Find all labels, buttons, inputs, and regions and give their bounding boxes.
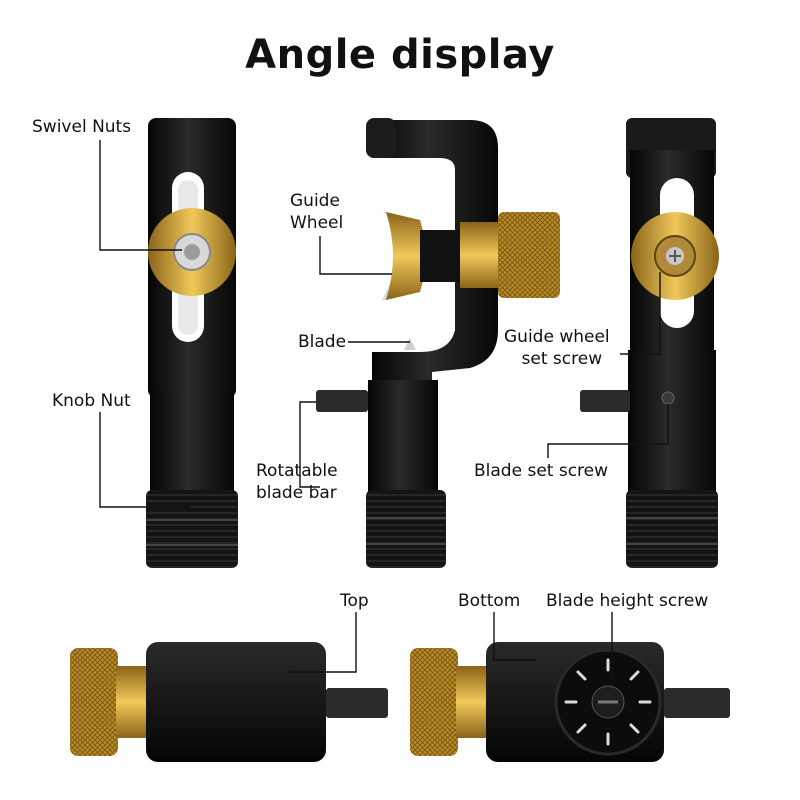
guide-wheel bbox=[382, 212, 560, 300]
label-guide-wheel-set-screw: Guide wheel set screw bbox=[504, 326, 610, 370]
blade-height-dial bbox=[554, 648, 662, 756]
label-guide-wheel: Guide Wheel bbox=[290, 190, 343, 234]
label-blade: Blade bbox=[298, 332, 347, 352]
label-rotatable-blade-bar: Rotatable blade bar bbox=[256, 460, 338, 504]
label-guide-screw-line1: Guide wheel bbox=[504, 327, 610, 347]
page-title: Angle display bbox=[245, 32, 555, 78]
label-knob-nut: Knob Nut bbox=[52, 391, 131, 411]
label-guide-wheel-line2: Wheel bbox=[290, 213, 344, 233]
guide-wheel-disc bbox=[631, 212, 719, 300]
label-guide-screw-line2: set screw bbox=[521, 349, 603, 369]
tool-front-view bbox=[146, 118, 238, 568]
leader-lines bbox=[99, 140, 669, 680]
label-blade-height-screw: Blade height screw bbox=[546, 591, 709, 611]
swivel-nut-disc bbox=[148, 208, 236, 296]
tool-rear-view bbox=[580, 118, 719, 568]
label-bottom: Bottom bbox=[458, 591, 521, 611]
tool-bottom-view bbox=[410, 642, 730, 762]
tool-side-view bbox=[316, 118, 560, 568]
tool-top-view bbox=[70, 642, 388, 762]
label-top: Top bbox=[340, 591, 369, 611]
label-blade-set-screw: Blade set screw bbox=[474, 461, 609, 481]
label-guide-wheel-line1: Guide bbox=[290, 191, 340, 211]
label-rotatable-line2: blade bar bbox=[256, 483, 337, 503]
label-swivel-nuts: Swivel Nuts bbox=[32, 117, 132, 137]
label-rotatable-line1: Rotatable bbox=[256, 461, 338, 481]
